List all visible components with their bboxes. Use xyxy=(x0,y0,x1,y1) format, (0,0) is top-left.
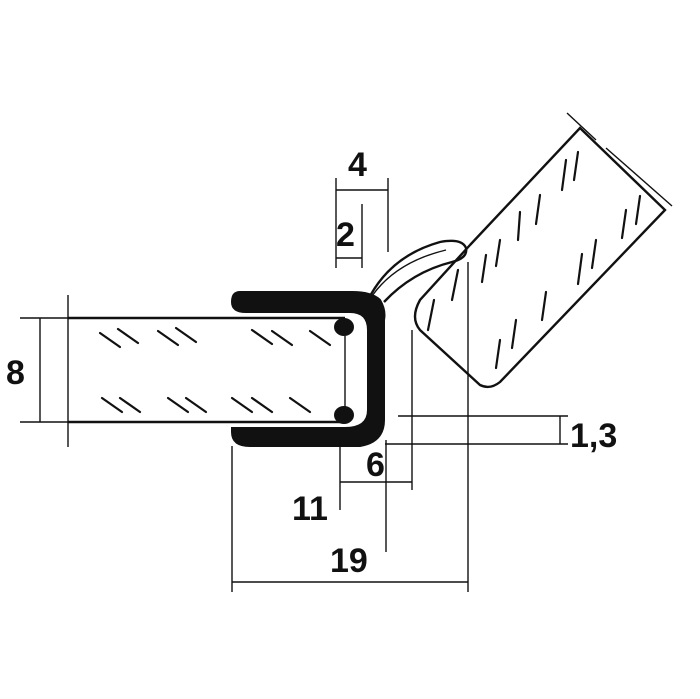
left-glass-hatching xyxy=(98,326,332,414)
dim-label-2: 2 xyxy=(336,216,355,254)
dim-label-19: 19 xyxy=(330,542,368,580)
left-glass-panel xyxy=(67,295,345,447)
dim-label-11: 11 xyxy=(292,490,328,528)
dim-label-4: 4 xyxy=(348,146,367,184)
dimension-lines xyxy=(20,178,568,592)
u-channel-seal xyxy=(230,291,386,447)
right-glass-panel xyxy=(413,112,673,389)
dim-label-6: 6 xyxy=(366,446,385,484)
right-glass-hatching xyxy=(426,150,642,370)
flexible-sealing-lip xyxy=(366,239,468,303)
dim-label-8: 8 xyxy=(6,354,25,392)
dim-label-1-3: 1,3 xyxy=(570,417,617,455)
